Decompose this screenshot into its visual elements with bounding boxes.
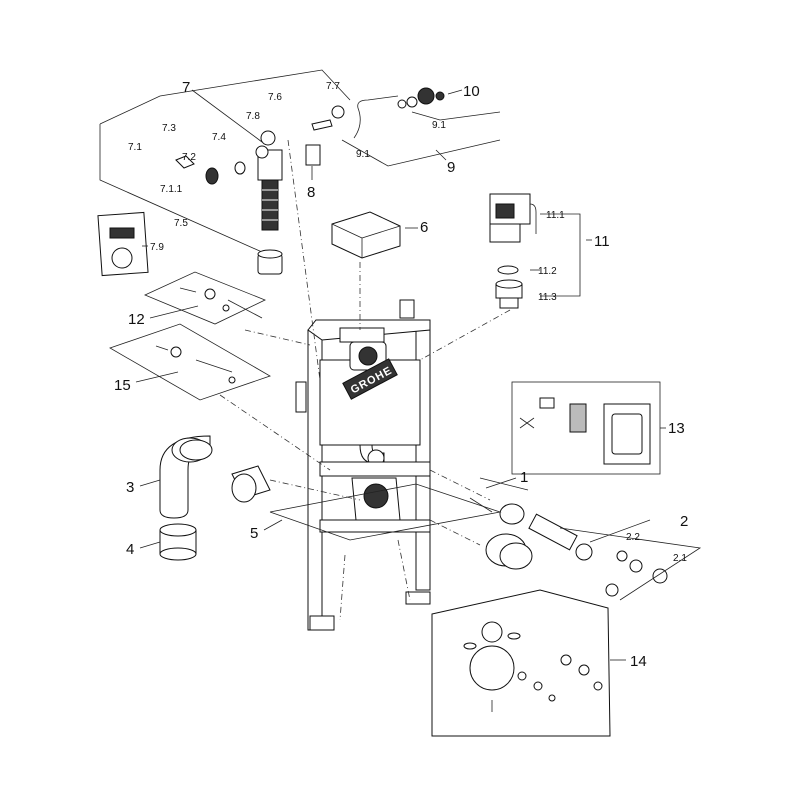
flush-pipe-connectors (469, 477, 702, 601)
part-7-9-box (97, 211, 149, 277)
label-11-3: 11.3 (538, 292, 557, 303)
hose-assembly (341, 87, 501, 167)
label-10: 10 (463, 83, 480, 100)
label-15: 15 (114, 377, 131, 394)
label-9: 9 (447, 159, 455, 176)
part-5-outline (269, 483, 502, 541)
label-9-1-lower: 9.1 (356, 149, 370, 160)
leader-lines (135, 89, 666, 661)
flush-plate-kit (511, 381, 661, 475)
label-7-7: 7.7 (326, 81, 340, 92)
label-14: 14 (630, 653, 647, 670)
label-7-5: 7.5 (174, 218, 188, 229)
label-7-3: 7.3 (162, 123, 176, 134)
end-cap (159, 523, 197, 561)
label-11-1: 11.1 (546, 210, 565, 221)
label-7-2: 7.2 (182, 152, 196, 163)
label-11-2: 11.2 (538, 266, 557, 277)
label-13: 13 (668, 420, 685, 437)
label-11: 11 (594, 233, 610, 250)
label-4: 4 (126, 541, 134, 558)
label-8: 8 (307, 184, 315, 201)
wall-fixing-kits (109, 271, 271, 401)
label-12: 12 (128, 311, 145, 328)
label-2: 2 (680, 513, 688, 530)
label-7-9: 7.9 (150, 242, 164, 253)
label-7: 7 (182, 79, 190, 96)
callout-labels: 1 2 2.1 2.2 3 4 5 6 7 7.1 7.1.1 7.2 7.3 … (114, 79, 688, 670)
assembly-lines (219, 139, 511, 621)
label-1: 1 (520, 469, 528, 486)
label-7-1: 7.1 (128, 142, 142, 153)
insulation-plate (431, 589, 611, 737)
installation-frame: GROHE (295, 299, 431, 631)
flush-valve-group (489, 193, 581, 309)
electronic-box (331, 211, 401, 259)
label-5: 5 (250, 525, 258, 542)
label-7-4: 7.4 (212, 132, 226, 143)
label-7-8: 7.8 (246, 111, 260, 122)
label-2-2: 2.2 (626, 532, 640, 543)
label-3: 3 (126, 479, 134, 496)
label-9-1-upper: 9.1 (432, 120, 446, 131)
label-7-6: 7.6 (268, 92, 282, 103)
outlet-bend-pipe (159, 435, 213, 519)
label-7-1-1: 7.1.1 (160, 184, 183, 195)
label-6: 6 (420, 219, 428, 236)
connector-sleeve (231, 465, 271, 503)
fill-valve-group (99, 69, 351, 275)
label-2-1: 2.1 (673, 553, 687, 564)
